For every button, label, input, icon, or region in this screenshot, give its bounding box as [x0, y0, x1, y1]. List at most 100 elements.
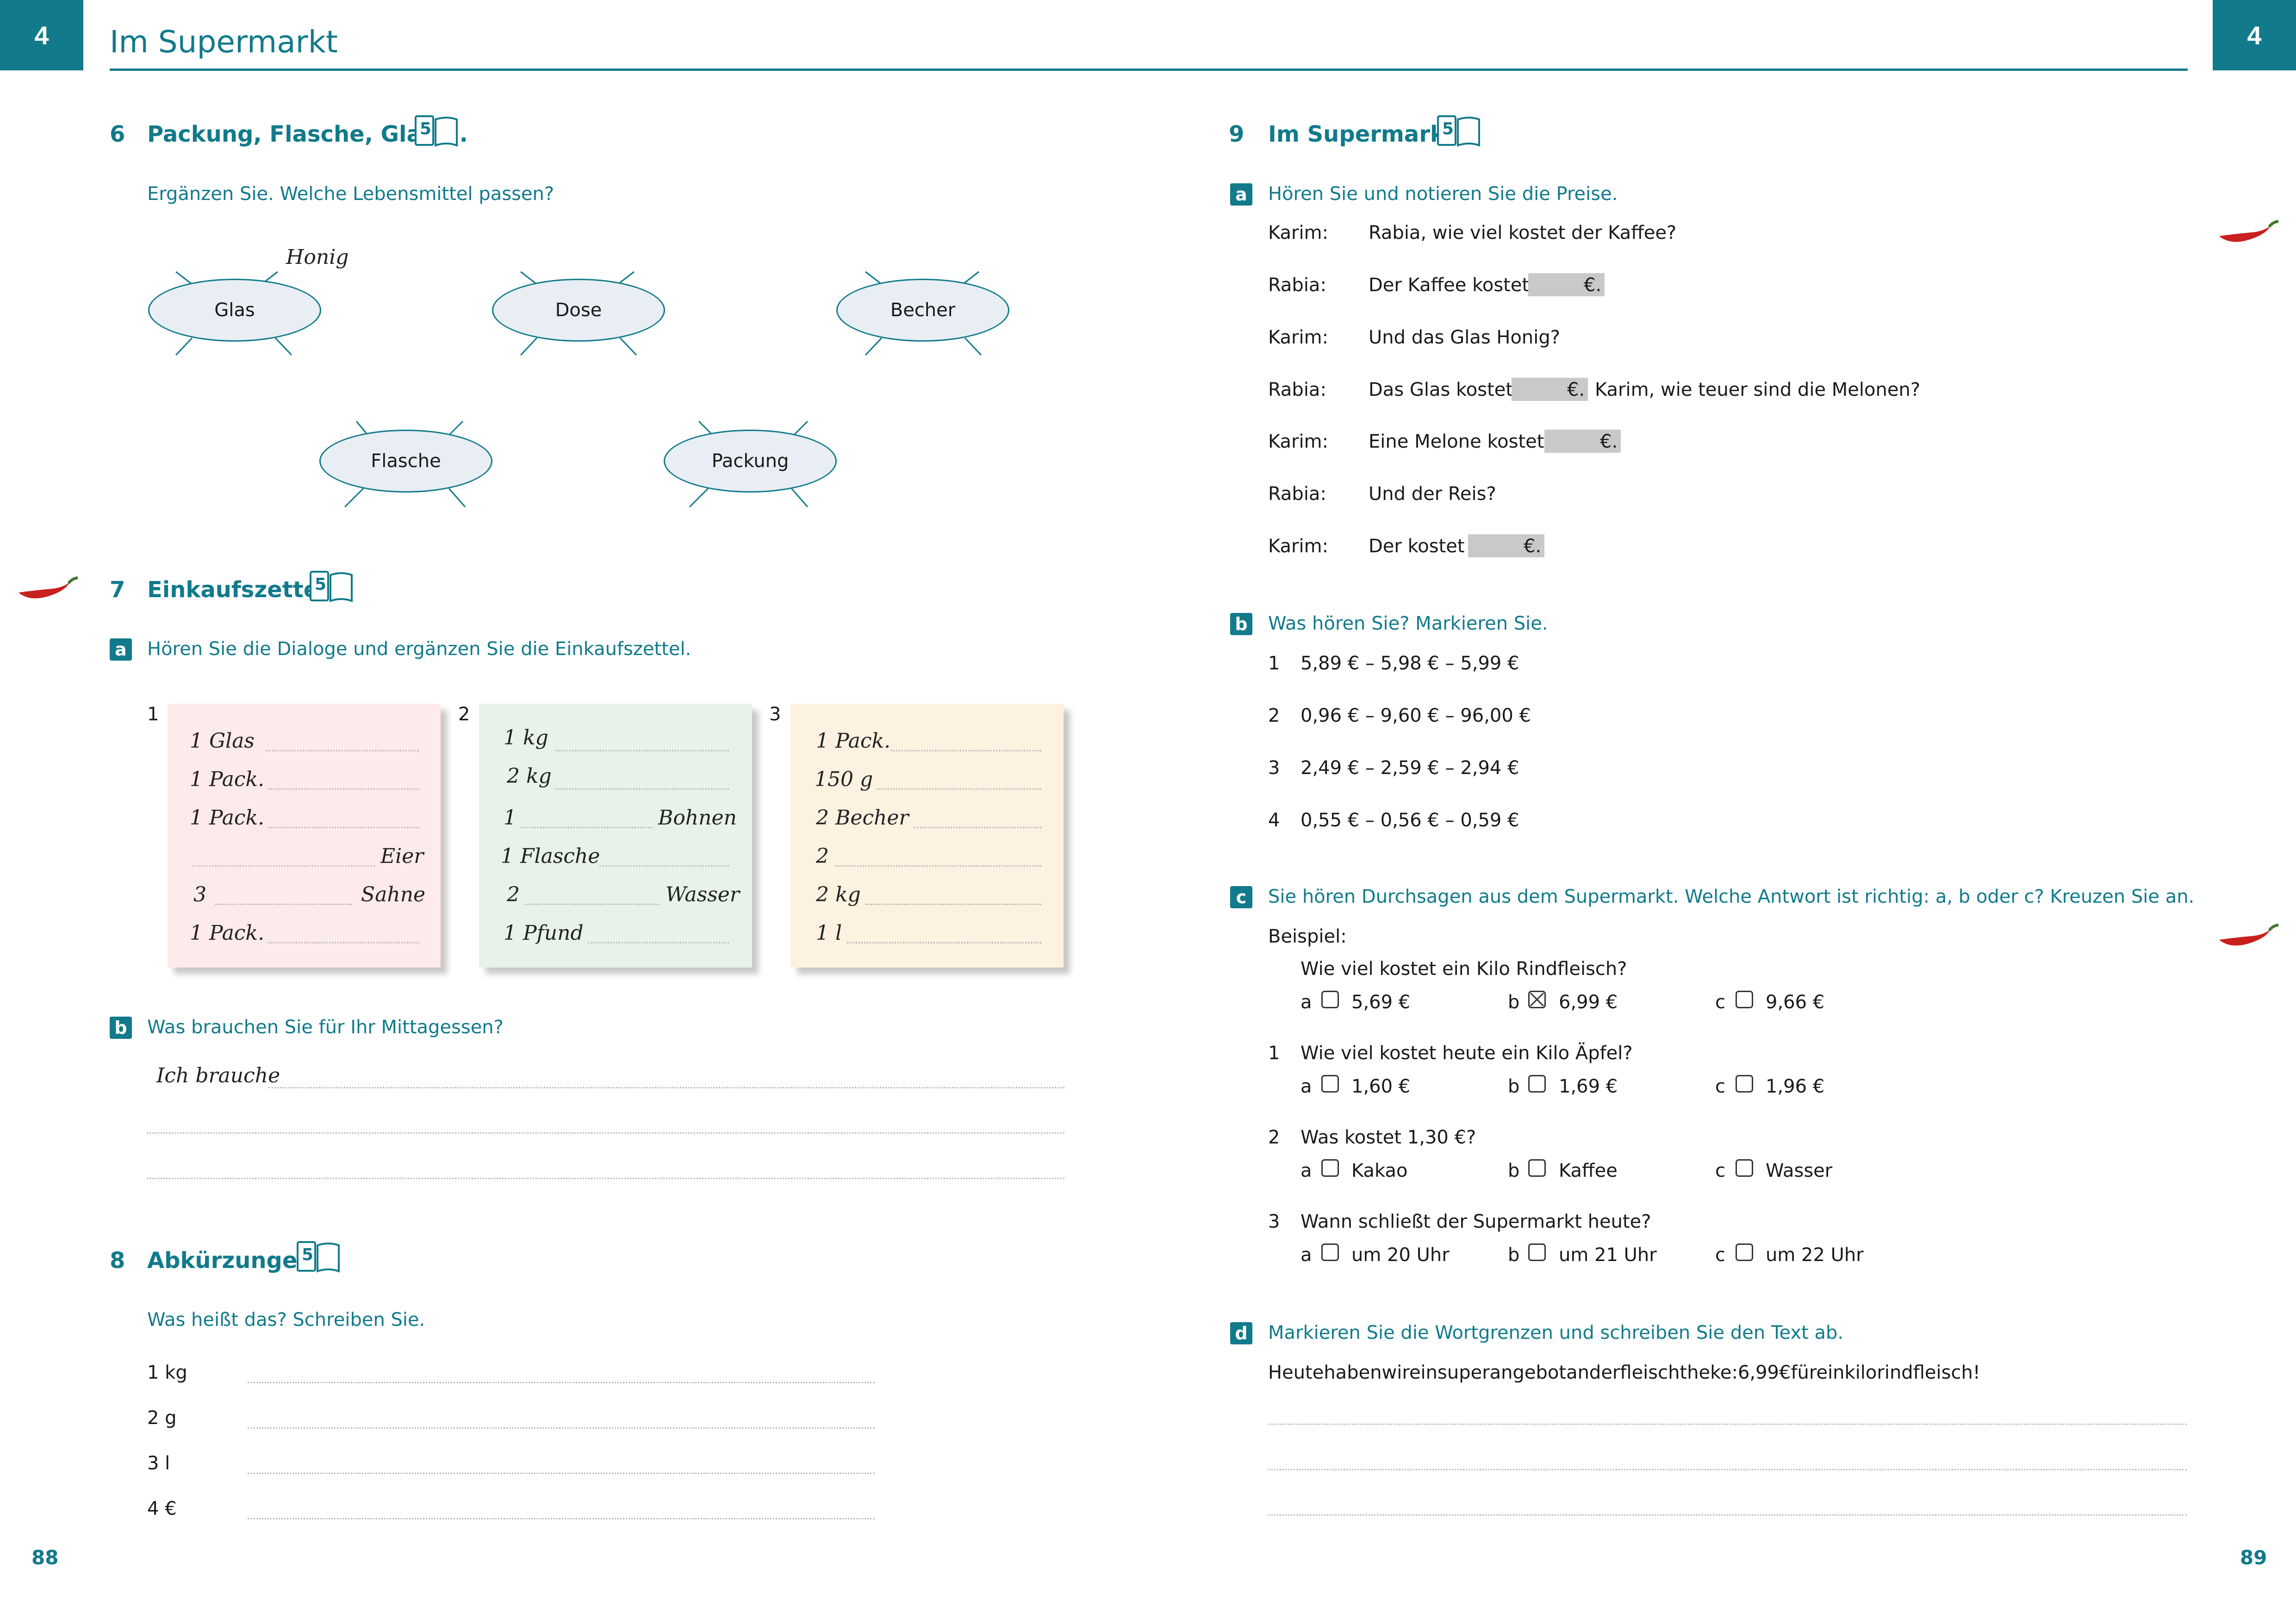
option-letter: a — [1300, 1244, 1312, 1266]
answer-line[interactable] — [555, 788, 729, 790]
exercise-6-number: 6 — [110, 121, 125, 147]
answer-line[interactable] — [835, 865, 1041, 867]
question-number: 3 — [1268, 1211, 1280, 1232]
option-text: um 21 Uhr — [1559, 1244, 1657, 1266]
answer-line[interactable] — [914, 827, 1041, 828]
option-text: 6,99 € — [1559, 992, 1618, 1013]
answer-line[interactable] — [1268, 1424, 2187, 1425]
answer-line[interactable] — [248, 1427, 875, 1429]
answer-line[interactable] — [865, 904, 1041, 905]
answer-line[interactable] — [525, 904, 660, 905]
dialog-text: Karim, wie teuer sind die Melonen? — [1595, 379, 1921, 400]
note-item: 1 Pack. — [190, 806, 265, 830]
answer-line[interactable] — [588, 942, 729, 943]
dialog-text: Das Glas kostet — [1369, 379, 1513, 400]
question-number: 1 — [1268, 1043, 1280, 1064]
question-text: Wie viel kostet heute ein Kilo Äpfel? — [1300, 1043, 1633, 1064]
answer-line[interactable] — [147, 1178, 1064, 1179]
checkbox[interactable] — [1321, 1243, 1339, 1261]
answer-line[interactable] — [248, 1473, 875, 1474]
note-item: 1 Glas — [190, 729, 255, 753]
answer-line[interactable] — [599, 865, 729, 867]
option-letter: c — [1715, 1076, 1725, 1097]
dialog-speaker: Rabia: — [1268, 275, 1326, 296]
note-item: Sahne — [361, 883, 426, 906]
page-number-right: 89 — [2240, 1546, 2267, 1569]
book-icon: 5 — [414, 115, 459, 150]
note-item: 1 Pack. — [816, 729, 891, 753]
answer-line[interactable] — [248, 1382, 875, 1383]
answer-line[interactable] — [268, 827, 419, 828]
book-number: 5 — [302, 1245, 314, 1264]
exercise-9a-instruction: Hören Sie und notieren Sie die Preise. — [1268, 183, 1618, 205]
note-item: 2 kg — [816, 883, 861, 906]
exercise-7a-letter: a — [110, 638, 132, 661]
exercise-7b-instruction: Was brauchen Sie für Ihr Mittagessen? — [147, 1017, 504, 1038]
price-input[interactable] — [1468, 534, 1544, 557]
checkbox[interactable] — [1321, 991, 1339, 1008]
price-options[interactable]: 0,96 € – 9,60 € – 96,00 € — [1300, 705, 1531, 726]
option-text: 1,60 € — [1351, 1076, 1411, 1097]
price-input[interactable] — [1512, 378, 1588, 401]
dialog-speaker: Karim: — [1268, 327, 1329, 348]
row-number: 2 — [1268, 705, 1280, 726]
answer-line[interactable] — [147, 1132, 1064, 1134]
checkbox[interactable] — [1736, 1243, 1753, 1261]
answer-line[interactable] — [266, 750, 419, 751]
shopping-note-2 — [479, 704, 752, 968]
dialog-speaker: Rabia: — [1268, 483, 1326, 505]
exercise-6-title: Packung, Flasche, Glas ... — [147, 121, 468, 147]
oval-becher: Becher — [836, 279, 1009, 342]
checkbox[interactable] — [1321, 1159, 1339, 1177]
oval-glas: Glas — [148, 279, 321, 342]
euro-suffix: €. — [1567, 379, 1585, 400]
answer-line[interactable] — [268, 788, 419, 790]
answer-line[interactable] — [877, 788, 1041, 790]
exercise-9b-instruction: Was hören Sie? Markieren Sie. — [1268, 613, 1548, 634]
note-item: 1 — [504, 806, 516, 830]
option-letter: c — [1715, 1244, 1725, 1266]
checkbox[interactable] — [1736, 991, 1753, 1008]
exercise-9c-letter: c — [1230, 886, 1252, 908]
checkbox[interactable] — [1528, 1075, 1546, 1093]
sentence-start: Ich brauche — [156, 1064, 280, 1087]
price-input[interactable] — [1544, 430, 1621, 453]
option-text: 9,66 € — [1766, 992, 1825, 1013]
abbreviation-item: 1 kg — [147, 1362, 187, 1383]
exercise-7-title: Einkaufszettel — [147, 577, 326, 603]
oval-dose: Dose — [492, 279, 665, 342]
exercise-9d-letter: d — [1230, 1322, 1252, 1344]
note-item: 1 Flasche — [501, 844, 600, 868]
price-input[interactable] — [1528, 273, 1605, 296]
checkbox-checked[interactable] — [1528, 991, 1546, 1008]
note-item: 2 — [816, 844, 829, 868]
question-text: Wie viel kostet ein Kilo Rindfleisch? — [1300, 958, 1627, 980]
answer-line[interactable] — [192, 865, 375, 867]
answer-line[interactable] — [248, 1518, 875, 1519]
checkbox[interactable] — [1736, 1159, 1753, 1177]
answer-line[interactable] — [268, 942, 419, 943]
price-options[interactable]: 5,89 € – 5,98 € – 5,99 € — [1300, 653, 1519, 674]
euro-suffix: €. — [1584, 275, 1602, 296]
note-item: 1 Pack. — [190, 921, 265, 945]
answer-line[interactable] — [891, 750, 1041, 751]
answer-line[interactable] — [215, 904, 352, 905]
checkbox[interactable] — [1321, 1075, 1339, 1093]
exercise-7a-instruction: Hören Sie die Dialoge und ergänzen Sie d… — [147, 638, 691, 660]
answer-line[interactable] — [1268, 1514, 2187, 1516]
note-item: 1 Pack. — [190, 768, 265, 791]
price-options[interactable]: 2,49 € – 2,59 € – 2,94 € — [1300, 757, 1519, 779]
answer-line[interactable] — [847, 942, 1041, 943]
dialog-text: Eine Melone kostet — [1369, 431, 1544, 452]
answer-line[interactable] — [268, 1087, 1064, 1088]
answer-line[interactable] — [555, 750, 729, 751]
answer-line[interactable] — [1268, 1469, 2187, 1470]
price-options[interactable]: 0,55 € – 0,56 € – 0,59 € — [1300, 810, 1519, 831]
checkbox[interactable] — [1528, 1159, 1546, 1177]
run-together-text: Heutehabenwireinsuperangebotanderfleisch… — [1268, 1362, 1980, 1383]
note-3-label: 3 — [769, 704, 781, 725]
checkbox[interactable] — [1528, 1243, 1546, 1261]
answer-line[interactable] — [521, 827, 653, 828]
chapter-title: Im Supermarkt — [110, 24, 338, 60]
checkbox[interactable] — [1736, 1075, 1753, 1093]
